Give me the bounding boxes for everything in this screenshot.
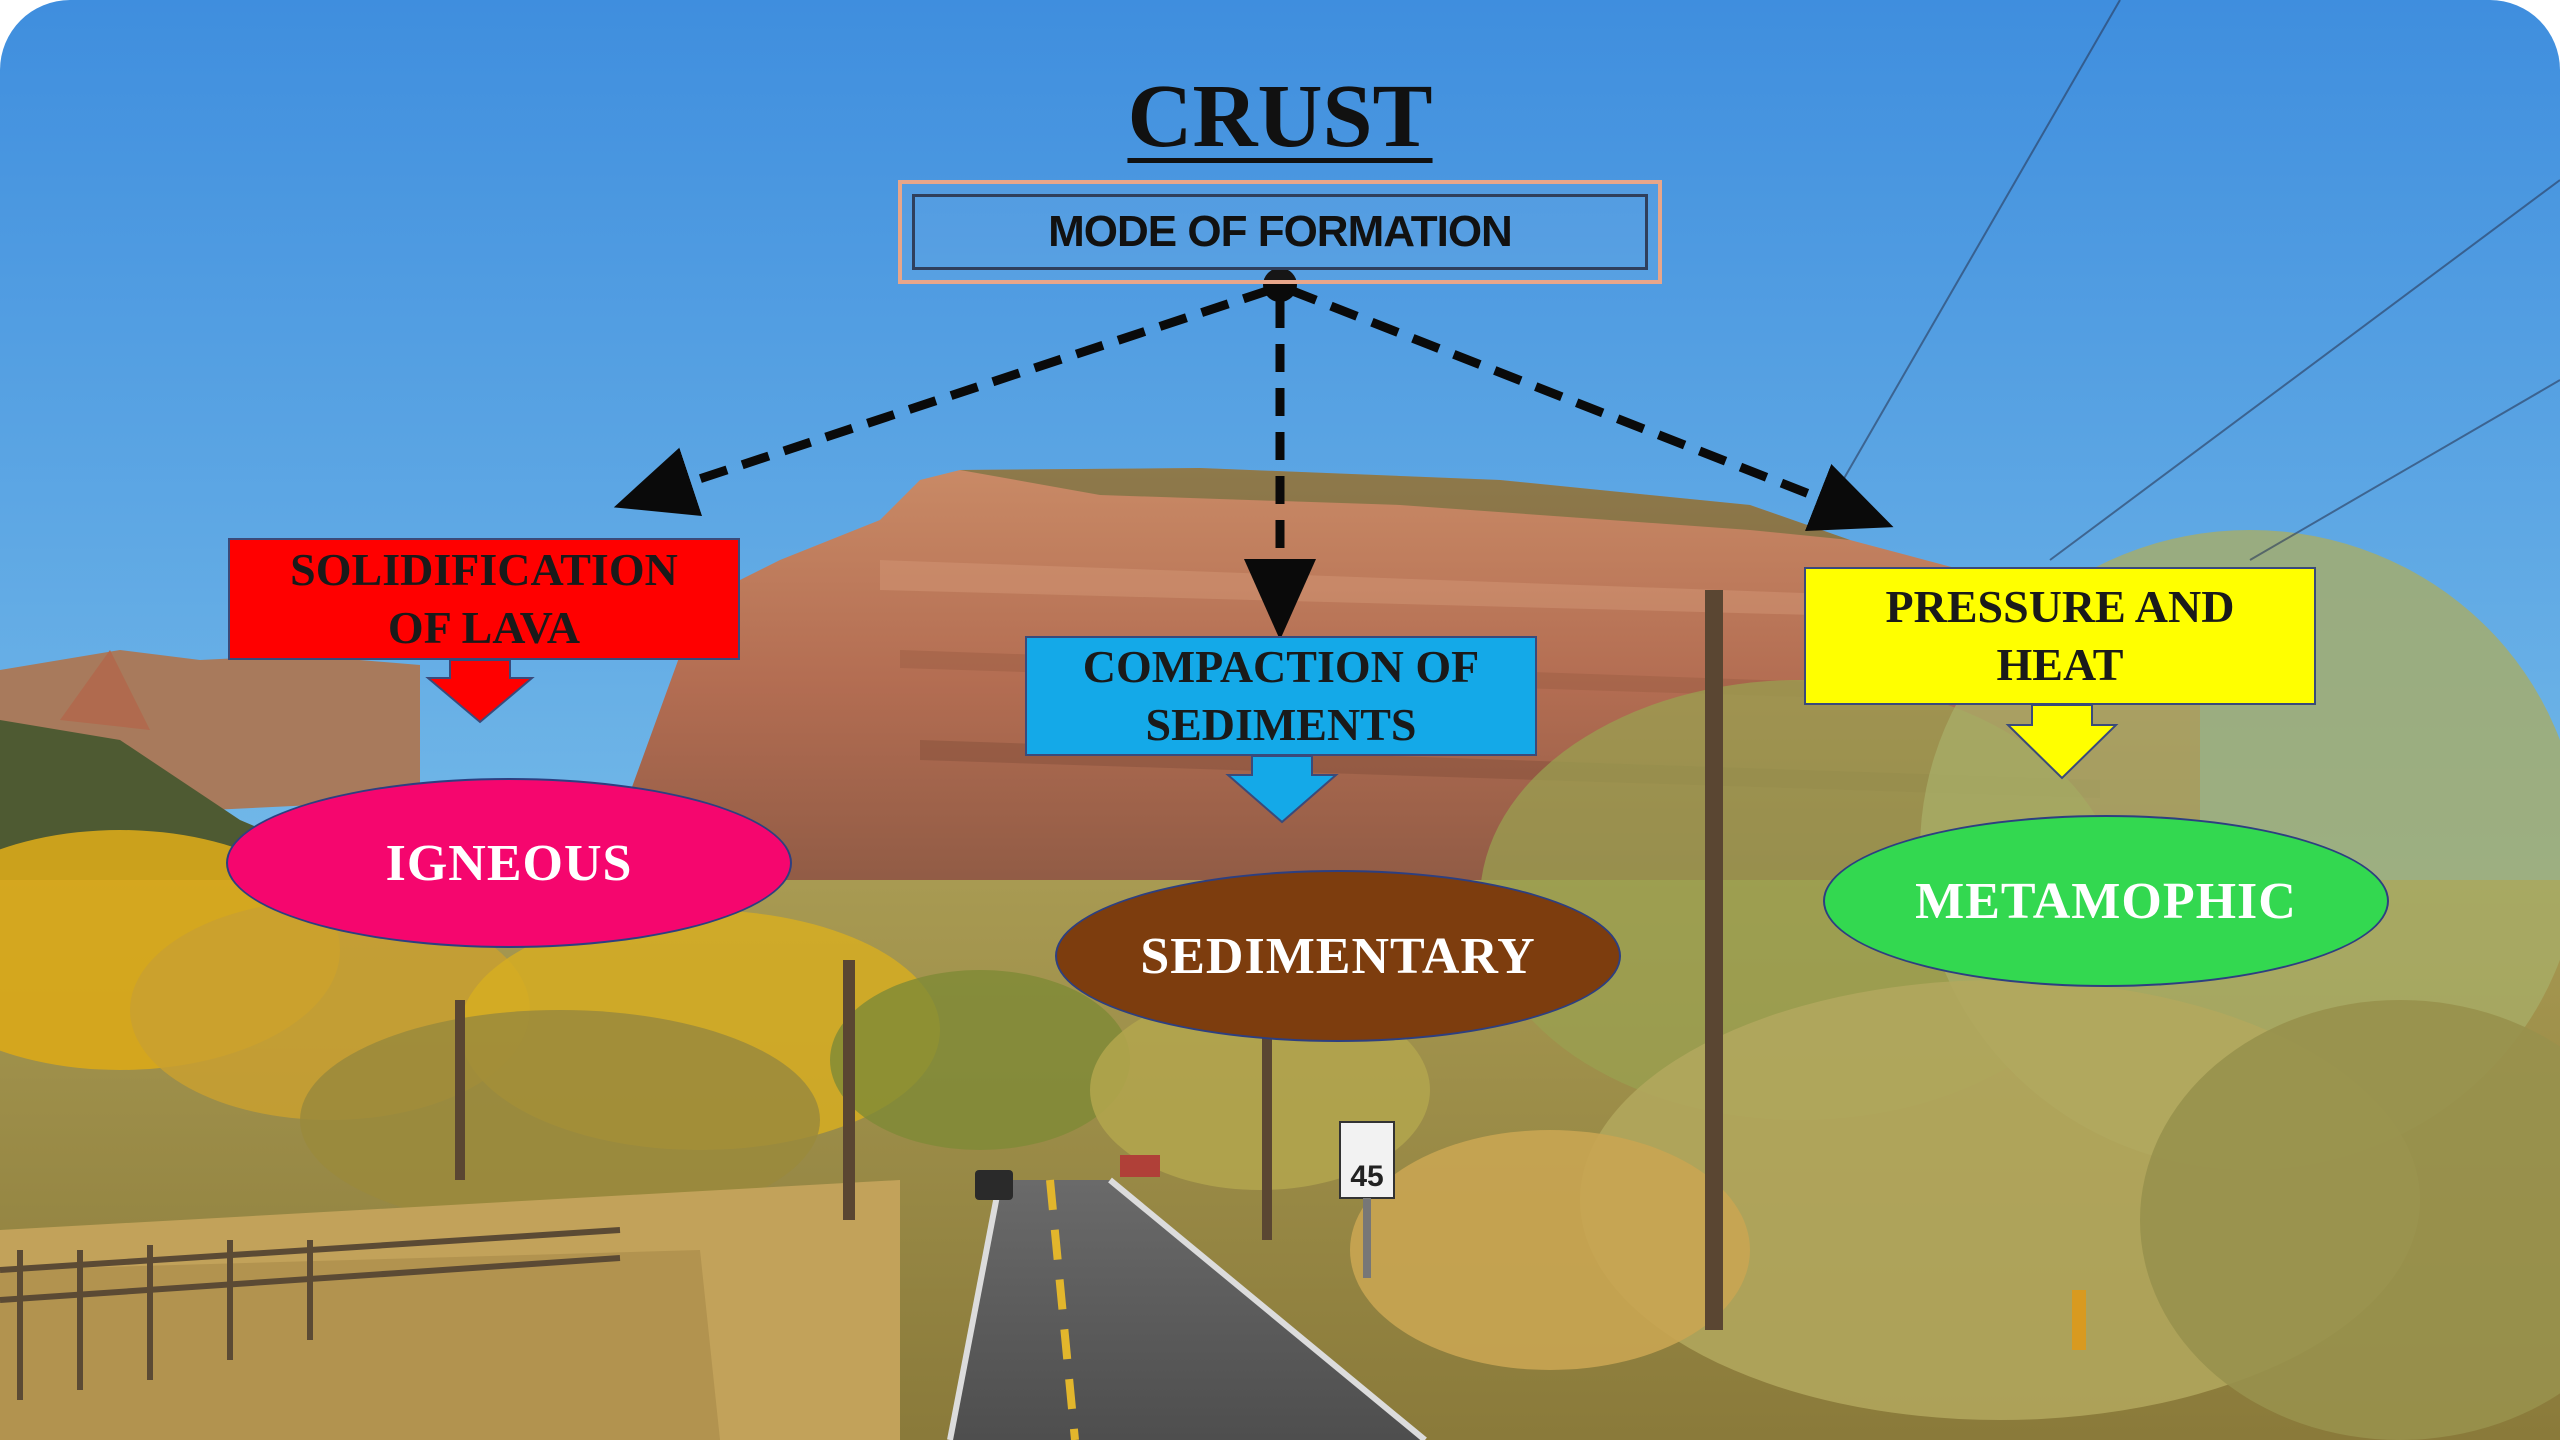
mode-of-formation-label: MODE OF FORMATION — [912, 194, 1648, 270]
process-compaction-of-sediments: COMPACTION OF SEDIMENTS — [1025, 636, 1537, 756]
diagram-title: CRUST — [1127, 67, 1433, 166]
rock-igneous: IGNEOUS — [226, 778, 792, 948]
rock-sedimentary: SEDIMENTARY — [1055, 870, 1621, 1042]
speed-sign-value: 45 — [1350, 1160, 1383, 1193]
rock-metamophic: METAMOPHIC — [1823, 815, 2389, 987]
process-solidification-of-lava: SOLIDIFICATION OF LAVA — [228, 538, 740, 660]
mode-of-formation-node: MODE OF FORMATION — [898, 180, 1662, 284]
process-pressure-and-heat: PRESSURE AND HEAT — [1804, 567, 2316, 705]
